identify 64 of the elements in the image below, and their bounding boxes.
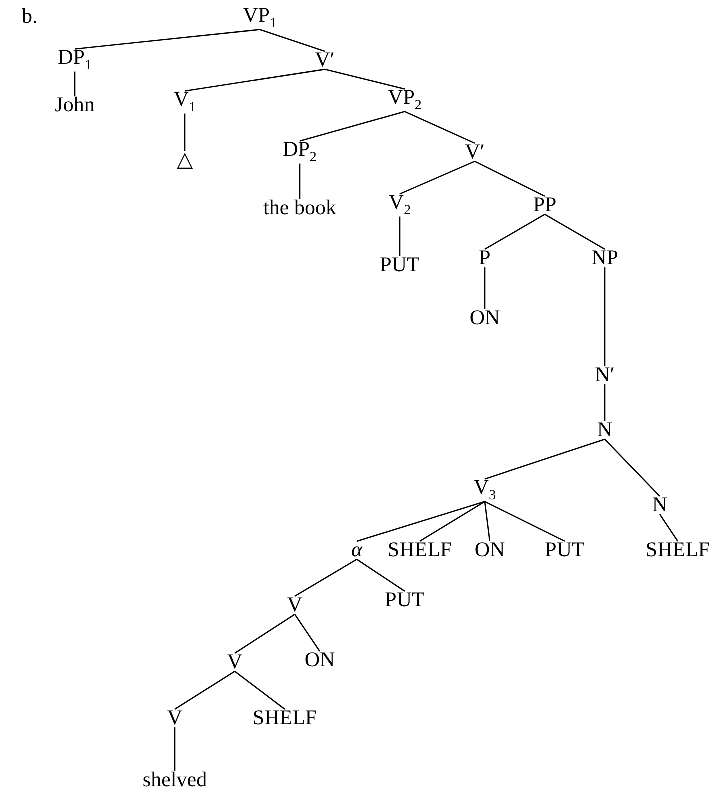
node-label: N′: [595, 363, 615, 387]
node-label: V: [287, 593, 303, 617]
branch-line: [184, 68, 326, 92]
node-label: PUT: [380, 253, 420, 277]
branch-line: [299, 164, 301, 200]
node-label: PUT: [545, 538, 585, 562]
branch-line: [324, 68, 406, 90]
branch-line: [294, 614, 321, 652]
node-label: V: [227, 650, 243, 674]
node-label: NP: [592, 246, 618, 270]
node-label: V: [167, 706, 183, 730]
branch-line: [604, 268, 606, 366]
branch-line: [300, 111, 406, 142]
node-label: V$_{3}$: [474, 476, 496, 504]
node-label: VP$_{1}$: [243, 4, 277, 32]
node-label: V′: [315, 48, 335, 72]
branch-line: [356, 559, 406, 592]
node-label: ON: [304, 648, 336, 672]
node-label: John: [55, 93, 95, 117]
branch-line: [604, 439, 660, 497]
branch-line: [234, 671, 286, 710]
node-label: V$_{2}$: [388, 191, 412, 219]
node-label: ON: [474, 538, 506, 562]
branch-line: [260, 29, 326, 52]
branch-line: [74, 29, 260, 50]
branch-line: [484, 268, 486, 310]
node-label: SHELF: [252, 706, 318, 730]
node-label: VP$_{2}$: [388, 86, 422, 114]
node-label: △: [177, 148, 193, 172]
branch-line: [604, 384, 606, 422]
branch-line: [74, 72, 76, 96]
branch-line: [484, 214, 546, 250]
branch-line: [174, 728, 176, 772]
node-label: DP$_{2}$: [283, 138, 317, 166]
node-label: shelved: [142, 768, 208, 792]
branch-line: [234, 614, 296, 654]
branch-line: [484, 438, 606, 480]
node-label: SHELF: [388, 538, 452, 562]
node-label: P: [479, 246, 491, 270]
branch-line: [659, 514, 679, 542]
node-label: α: [351, 538, 363, 562]
node-label: SHELF: [646, 538, 710, 562]
node-label: V′: [465, 140, 485, 164]
node-label: N: [597, 418, 613, 442]
branch-line: [174, 671, 236, 710]
branch-line: [484, 501, 566, 542]
node-label: DP$_{1}$: [58, 46, 92, 74]
branch-line: [404, 111, 476, 144]
branch-line: [294, 558, 358, 598]
branch-line: [399, 216, 401, 256]
branch-line: [484, 502, 491, 542]
node-label: N: [652, 493, 668, 517]
node-label: PUT: [385, 588, 425, 612]
node-label: V$_{1}$: [174, 88, 196, 116]
node-label: ON: [470, 306, 500, 330]
branch-line: [544, 214, 606, 250]
node-label: PP: [533, 193, 557, 217]
branch-line: [474, 160, 546, 198]
node-label: the book: [264, 196, 336, 220]
branch-line: [184, 114, 186, 152]
example-label: b.: [22, 4, 38, 29]
branch-line: [400, 160, 476, 195]
branch-line: [420, 501, 486, 542]
branch-line: [356, 501, 486, 542]
